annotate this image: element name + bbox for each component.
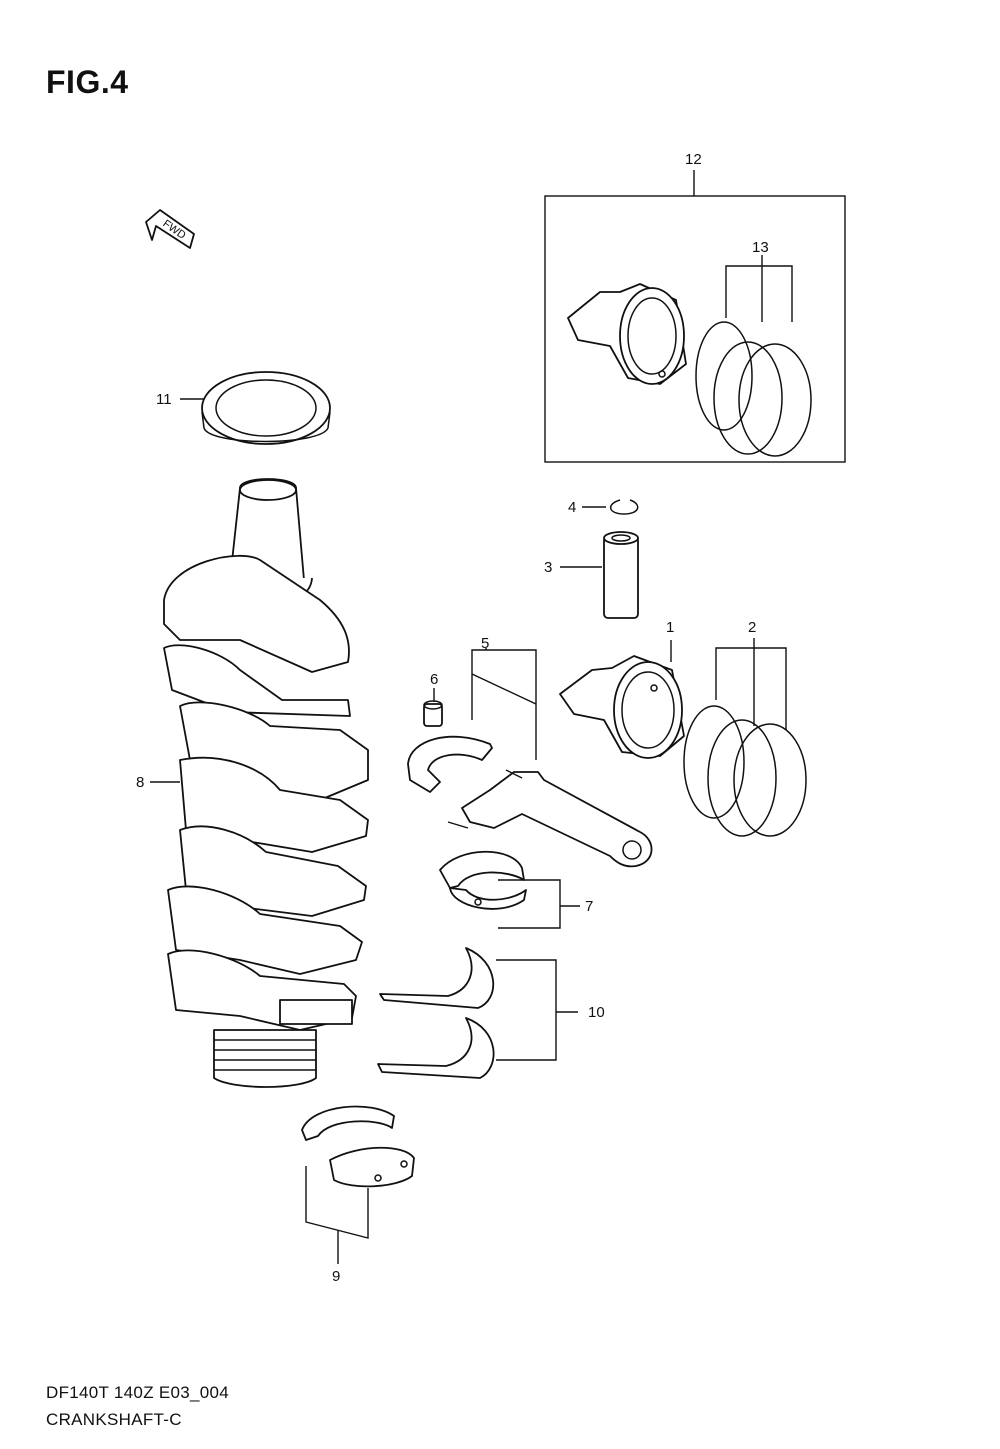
piston-rings	[683, 705, 807, 837]
callout-8: 8	[136, 774, 144, 791]
callout-13: 13	[752, 239, 769, 256]
fwd-arrow-icon: FWD	[145, 209, 195, 249]
piston-set-rings	[695, 321, 812, 457]
figure-code: DF140T 140Z E03_004	[46, 1383, 230, 1402]
piston	[559, 655, 685, 759]
crankshaft	[163, 478, 369, 1088]
connecting-rod-bearing	[439, 850, 527, 910]
oil-seal	[201, 371, 331, 445]
callout-1: 1	[666, 619, 674, 636]
thrust-washers	[377, 947, 495, 1079]
connecting-rod	[407, 735, 653, 868]
callout-3: 3	[544, 559, 552, 576]
callout-12: 12	[685, 151, 702, 168]
callout-6: 6	[430, 671, 438, 688]
piston-set-piston	[567, 283, 687, 385]
piston-pin-circlip	[610, 499, 639, 515]
figure-name: CRANKSHAFT-C	[46, 1410, 182, 1429]
callout-5: 5	[481, 635, 489, 652]
callout-2: 2	[748, 619, 756, 636]
piston-set-box	[544, 195, 846, 463]
callout-9: 9	[332, 1268, 340, 1285]
callout-11: 11	[156, 391, 172, 408]
piston-pin	[603, 531, 639, 619]
callout-7: 7	[585, 898, 593, 915]
callout-10: 10	[588, 1004, 605, 1021]
main-bearing	[301, 1105, 415, 1188]
figure-title: FIG.4	[46, 64, 129, 100]
connecting-rod-nut	[423, 700, 443, 727]
callout-4: 4	[568, 499, 576, 516]
